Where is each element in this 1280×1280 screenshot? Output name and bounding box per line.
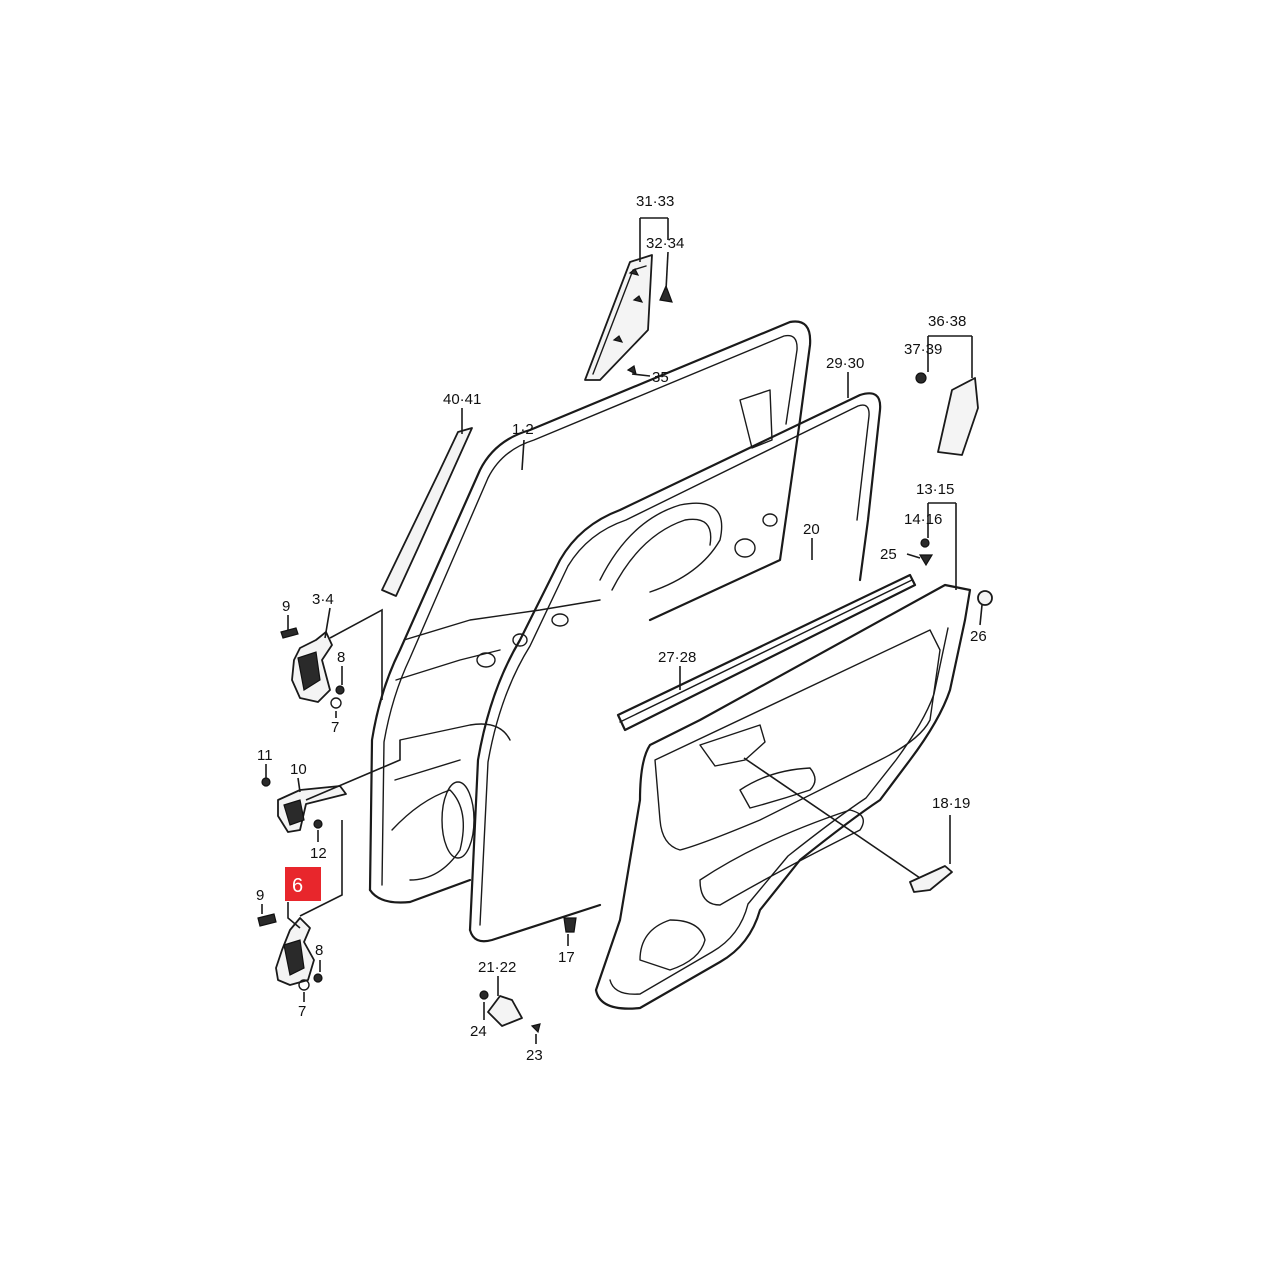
window-molding — [381, 427, 473, 597]
callout-9-upper: 9 — [282, 598, 290, 615]
callout-13-15: 13·15 — [916, 481, 954, 498]
door-trim-panel — [594, 573, 972, 1010]
callout-26: 26 — [970, 628, 987, 645]
callout-1-2: 1·2 — [512, 421, 534, 438]
pillar-garnish-upper — [584, 254, 673, 381]
callout-17: 17 — [558, 949, 575, 966]
callout-31-33: 31·33 — [636, 193, 674, 210]
rear-garnish — [915, 372, 979, 456]
door-weatherstrip — [468, 392, 882, 943]
callout-29-30: 29·30 — [826, 355, 864, 372]
callout-24: 24 — [470, 1023, 487, 1040]
callout-40-41: 40·41 — [443, 391, 481, 408]
callout-32-34: 32·34 — [646, 235, 684, 252]
callout-23: 23 — [526, 1047, 543, 1064]
callout-18-19: 18·19 — [932, 795, 970, 812]
callout-27-28: 27·28 — [658, 649, 696, 666]
callout-7-upper: 7 — [331, 719, 339, 736]
callout-7-lower: 7 — [298, 1003, 306, 1020]
lower-hinge — [257, 913, 323, 991]
door-shell — [368, 320, 812, 904]
callout-20: 20 — [803, 521, 820, 538]
callout-37-39: 37·39 — [904, 341, 942, 358]
callout-10: 10 — [290, 761, 307, 778]
small-fasteners — [479, 538, 993, 1034]
callout-35: 35 — [652, 369, 669, 386]
callout-6-highlight — [285, 867, 321, 901]
upper-hinge — [280, 627, 345, 709]
callout-14-16: 14·16 — [904, 511, 942, 528]
leader-lines — [261, 217, 983, 1044]
callout-8-upper: 8 — [337, 649, 345, 666]
callout-11: 11 — [257, 747, 273, 764]
callout-21-22: 21·22 — [478, 959, 516, 976]
callout-3-4: 3·4 — [312, 591, 334, 608]
door-check — [261, 777, 347, 833]
callout-9-lower: 9 — [256, 887, 264, 904]
callout-8-lower: 8 — [315, 942, 323, 959]
callout-25: 25 — [880, 546, 897, 563]
callout-6: 6 — [292, 875, 303, 897]
callout-12: 12 — [310, 845, 327, 862]
callout-36-38: 36·38 — [928, 313, 966, 330]
